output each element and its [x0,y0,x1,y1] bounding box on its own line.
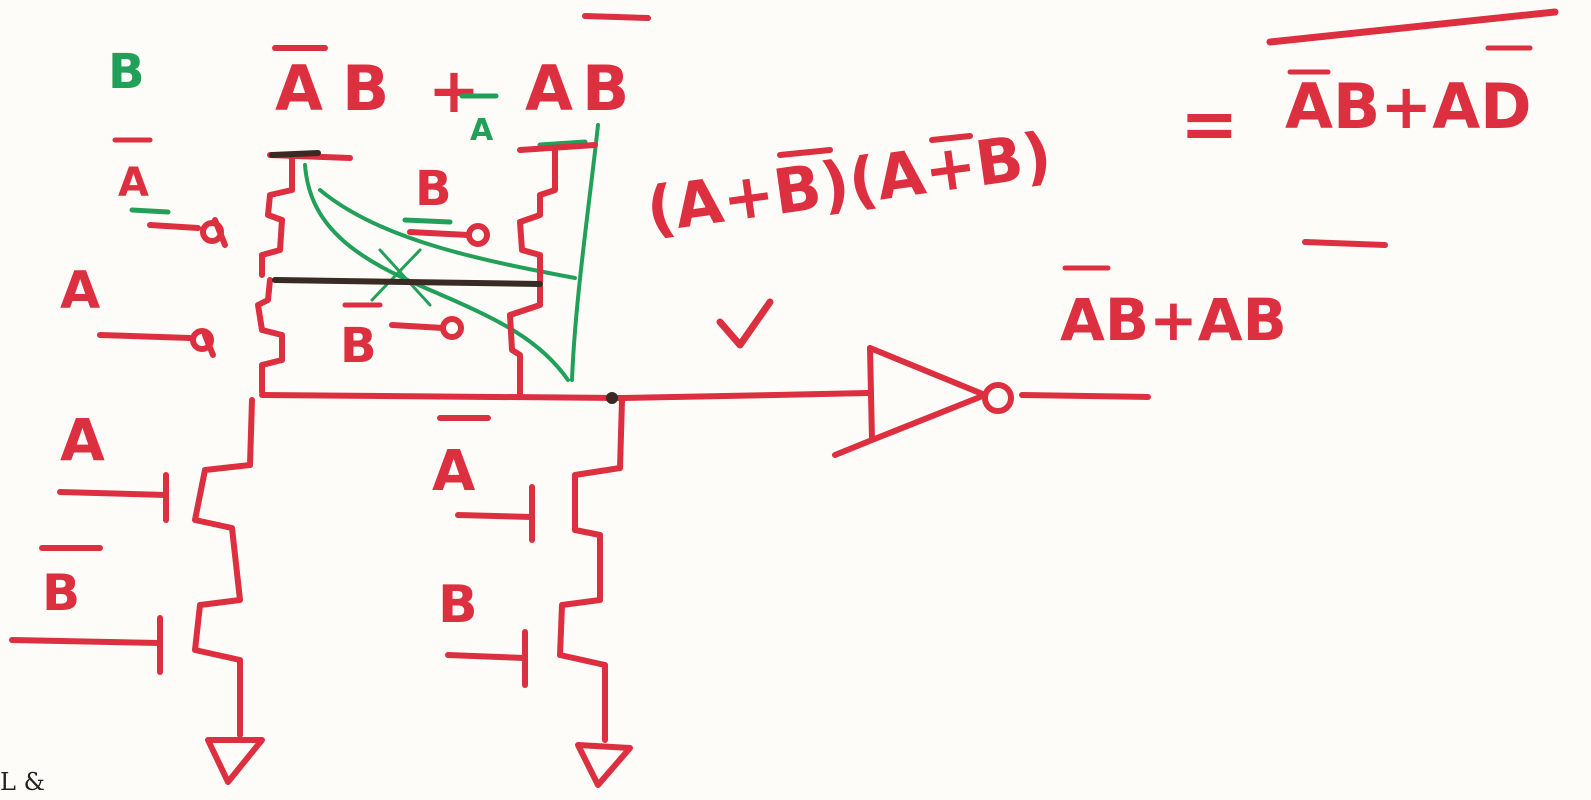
top-term1-a: A [275,52,323,125]
pmos-right-top [517,147,558,285]
pmos-bubble [200,220,224,244]
ground-left-icon [205,737,265,785]
label-nmos-right-1: A [432,439,476,504]
nmos-right-stack [557,397,625,743]
green-cross [370,248,422,302]
input-wire [9,637,163,646]
label-nmos-right-2: B [438,575,478,635]
top-term1-b: B [342,52,389,125]
mid-node-wire [272,277,543,287]
overbar [1266,8,1559,46]
junction-dot [606,392,618,404]
green-mark [537,139,588,148]
vdd-rail-right [517,142,598,153]
output-wire [1019,392,1151,400]
green-curve-left [303,163,570,382]
vdd-contact [269,150,321,158]
input-wire [97,332,193,341]
input-wire [407,229,471,238]
top-plus: + [428,54,480,127]
pmos-left-bottom [255,277,285,395]
input-wire [57,489,169,498]
footer-text: L & [0,768,45,796]
inverter-gate-icon [832,345,1151,458]
green-label-a: A [470,113,494,148]
overbar [1302,239,1388,248]
nmos-left-stack [192,397,255,738]
input-wire [455,512,535,520]
arrow-mark [716,298,774,349]
top-expression: A B + A B [272,13,651,127]
circuit [9,142,1151,788]
pmos-bubble [466,223,490,247]
green-cross [378,248,432,307]
top-term2-b: B [582,52,629,125]
pmos-right-bottom [507,282,543,398]
green-label-b: B [108,44,145,100]
input-wire [147,222,201,231]
label-nmos-left-2: B [42,564,80,622]
input-wire [389,322,446,331]
label-pmos-right-2: B [340,318,377,374]
pmos-bubble [190,328,214,352]
label-pmos-left-1: A [118,160,149,206]
input-labels: A A B B A B A B [39,137,491,635]
output-label: AB+AB [1060,286,1287,354]
label-pmos-left-2: A [60,261,100,321]
input-wire [445,652,528,661]
label-pmos-right-1: B [415,161,452,217]
pmos-left-top [259,155,295,278]
equation-equals: = [1180,83,1239,165]
green-mark [129,207,171,215]
overbar [582,13,651,21]
overbar [777,147,833,158]
top-term2-a: A [525,52,573,125]
output-expression: AB+AB [1060,239,1388,354]
equation-lhs: (A+B)(A+B) [642,118,1056,247]
equation-rhs: AB+AD [1285,70,1532,143]
green-mark [402,217,453,225]
overbar [929,133,973,143]
ground-right-icon [575,742,633,788]
label-nmos-left-1: A [60,406,105,474]
output-node-wire [259,390,871,401]
green-curve-right [570,123,600,382]
